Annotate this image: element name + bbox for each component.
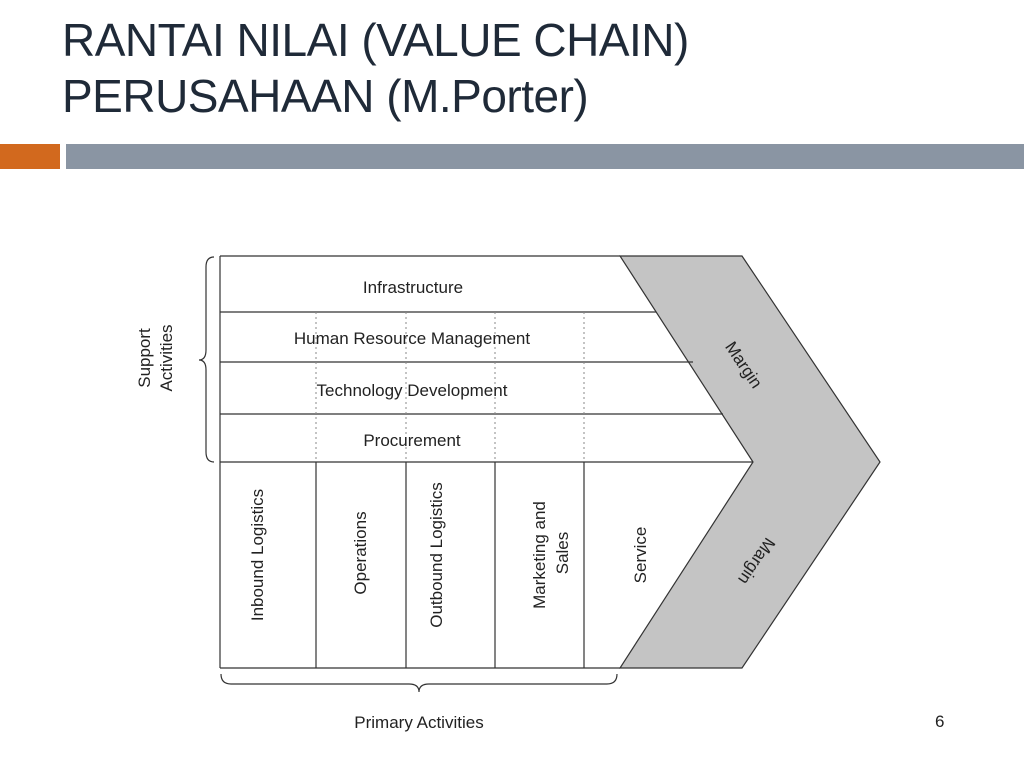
accent-bar-gray <box>66 144 1024 169</box>
accent-bar-orange <box>0 144 60 169</box>
support-label-line2: Activities <box>157 324 176 391</box>
support-row-technology: Technology Development <box>317 381 508 400</box>
support-row-infrastructure: Infrastructure <box>363 278 463 297</box>
page-number: 6 <box>935 712 945 731</box>
primary-brace <box>220 673 618 693</box>
slide-title: RANTAI NILAI (VALUE CHAIN) PERUSAHAAN (M… <box>62 12 962 124</box>
support-brace <box>198 256 215 463</box>
primary-inbound-logistics: Inbound Logistics <box>248 489 267 621</box>
primary-outbound-logistics: Outbound Logistics <box>427 482 446 628</box>
primary-operations: Operations <box>351 511 370 594</box>
primary-marketing-line2: Sales <box>553 532 572 575</box>
primary-activities-label: Primary Activities <box>354 713 483 732</box>
support-label-line1: Support <box>135 328 154 388</box>
support-row-hrm: Human Resource Management <box>294 329 531 348</box>
title-line-2: PERUSAHAAN (M.Porter) <box>62 70 589 122</box>
primary-service: Service <box>631 527 650 584</box>
title-line-1: RANTAI NILAI (VALUE CHAIN) <box>62 14 689 66</box>
support-row-procurement: Procurement <box>363 431 461 450</box>
primary-marketing-line1: Marketing and <box>530 501 549 609</box>
